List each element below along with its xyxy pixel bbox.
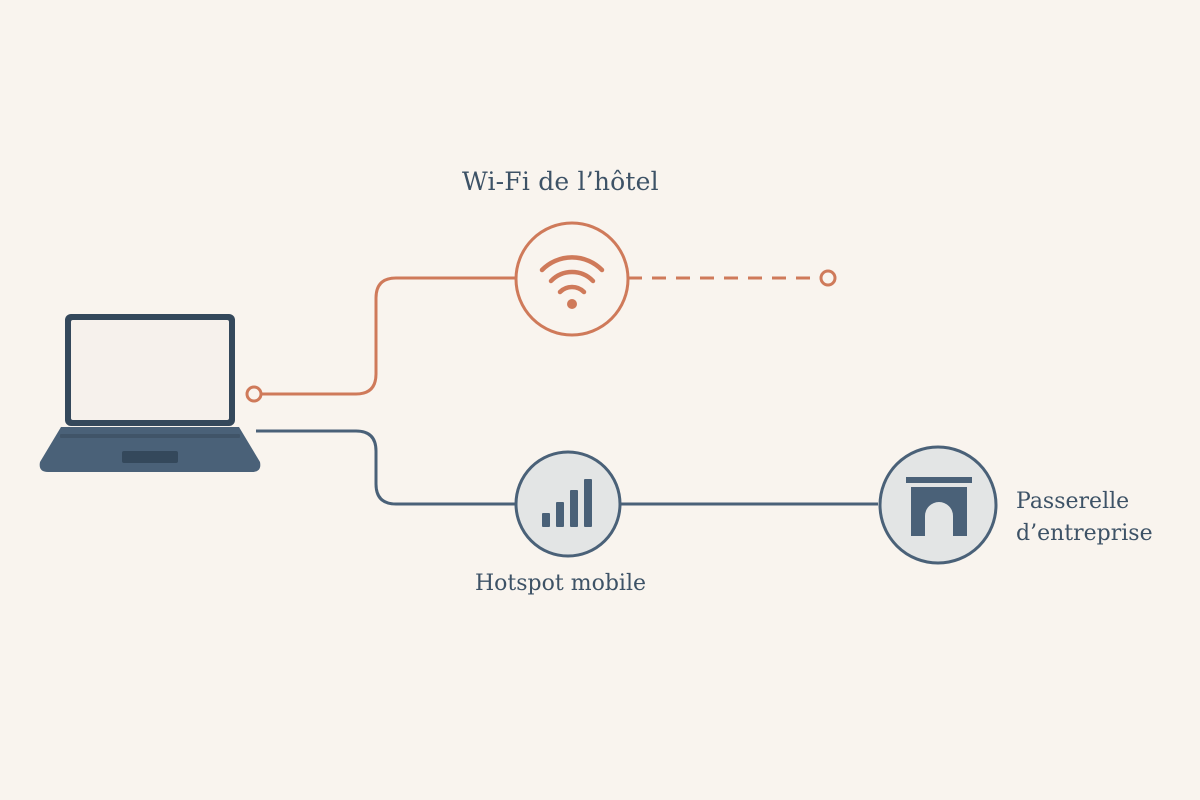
- laptop-icon: [39, 314, 261, 472]
- mobile-hotspot-node: [514, 450, 622, 558]
- hotel-wifi-endpoint: [819, 269, 837, 287]
- mobile-hotspot-label: Hotspot mobile: [475, 571, 647, 596]
- mobile-hotspot-link: [256, 429, 516, 506]
- hotel-wifi-label: Wi-Fi de l’hôtel: [462, 167, 659, 196]
- corporate-gateway-label-line1: Passerelle: [1016, 489, 1130, 514]
- hotel-wifi-link: [261, 276, 516, 396]
- wifi-icon: [539, 255, 605, 295]
- signal-bars-icon: [542, 479, 592, 527]
- laptop-wifi-port: [245, 385, 263, 403]
- corporate-gateway-node: [878, 445, 998, 565]
- gateway-building-icon: [906, 477, 972, 536]
- corporate-gateway-label: Passerelle d’entreprise: [1016, 486, 1186, 550]
- corporate-gateway-label-line2: d’entreprise: [1016, 521, 1153, 546]
- hotel-wifi-node: [514, 221, 630, 337]
